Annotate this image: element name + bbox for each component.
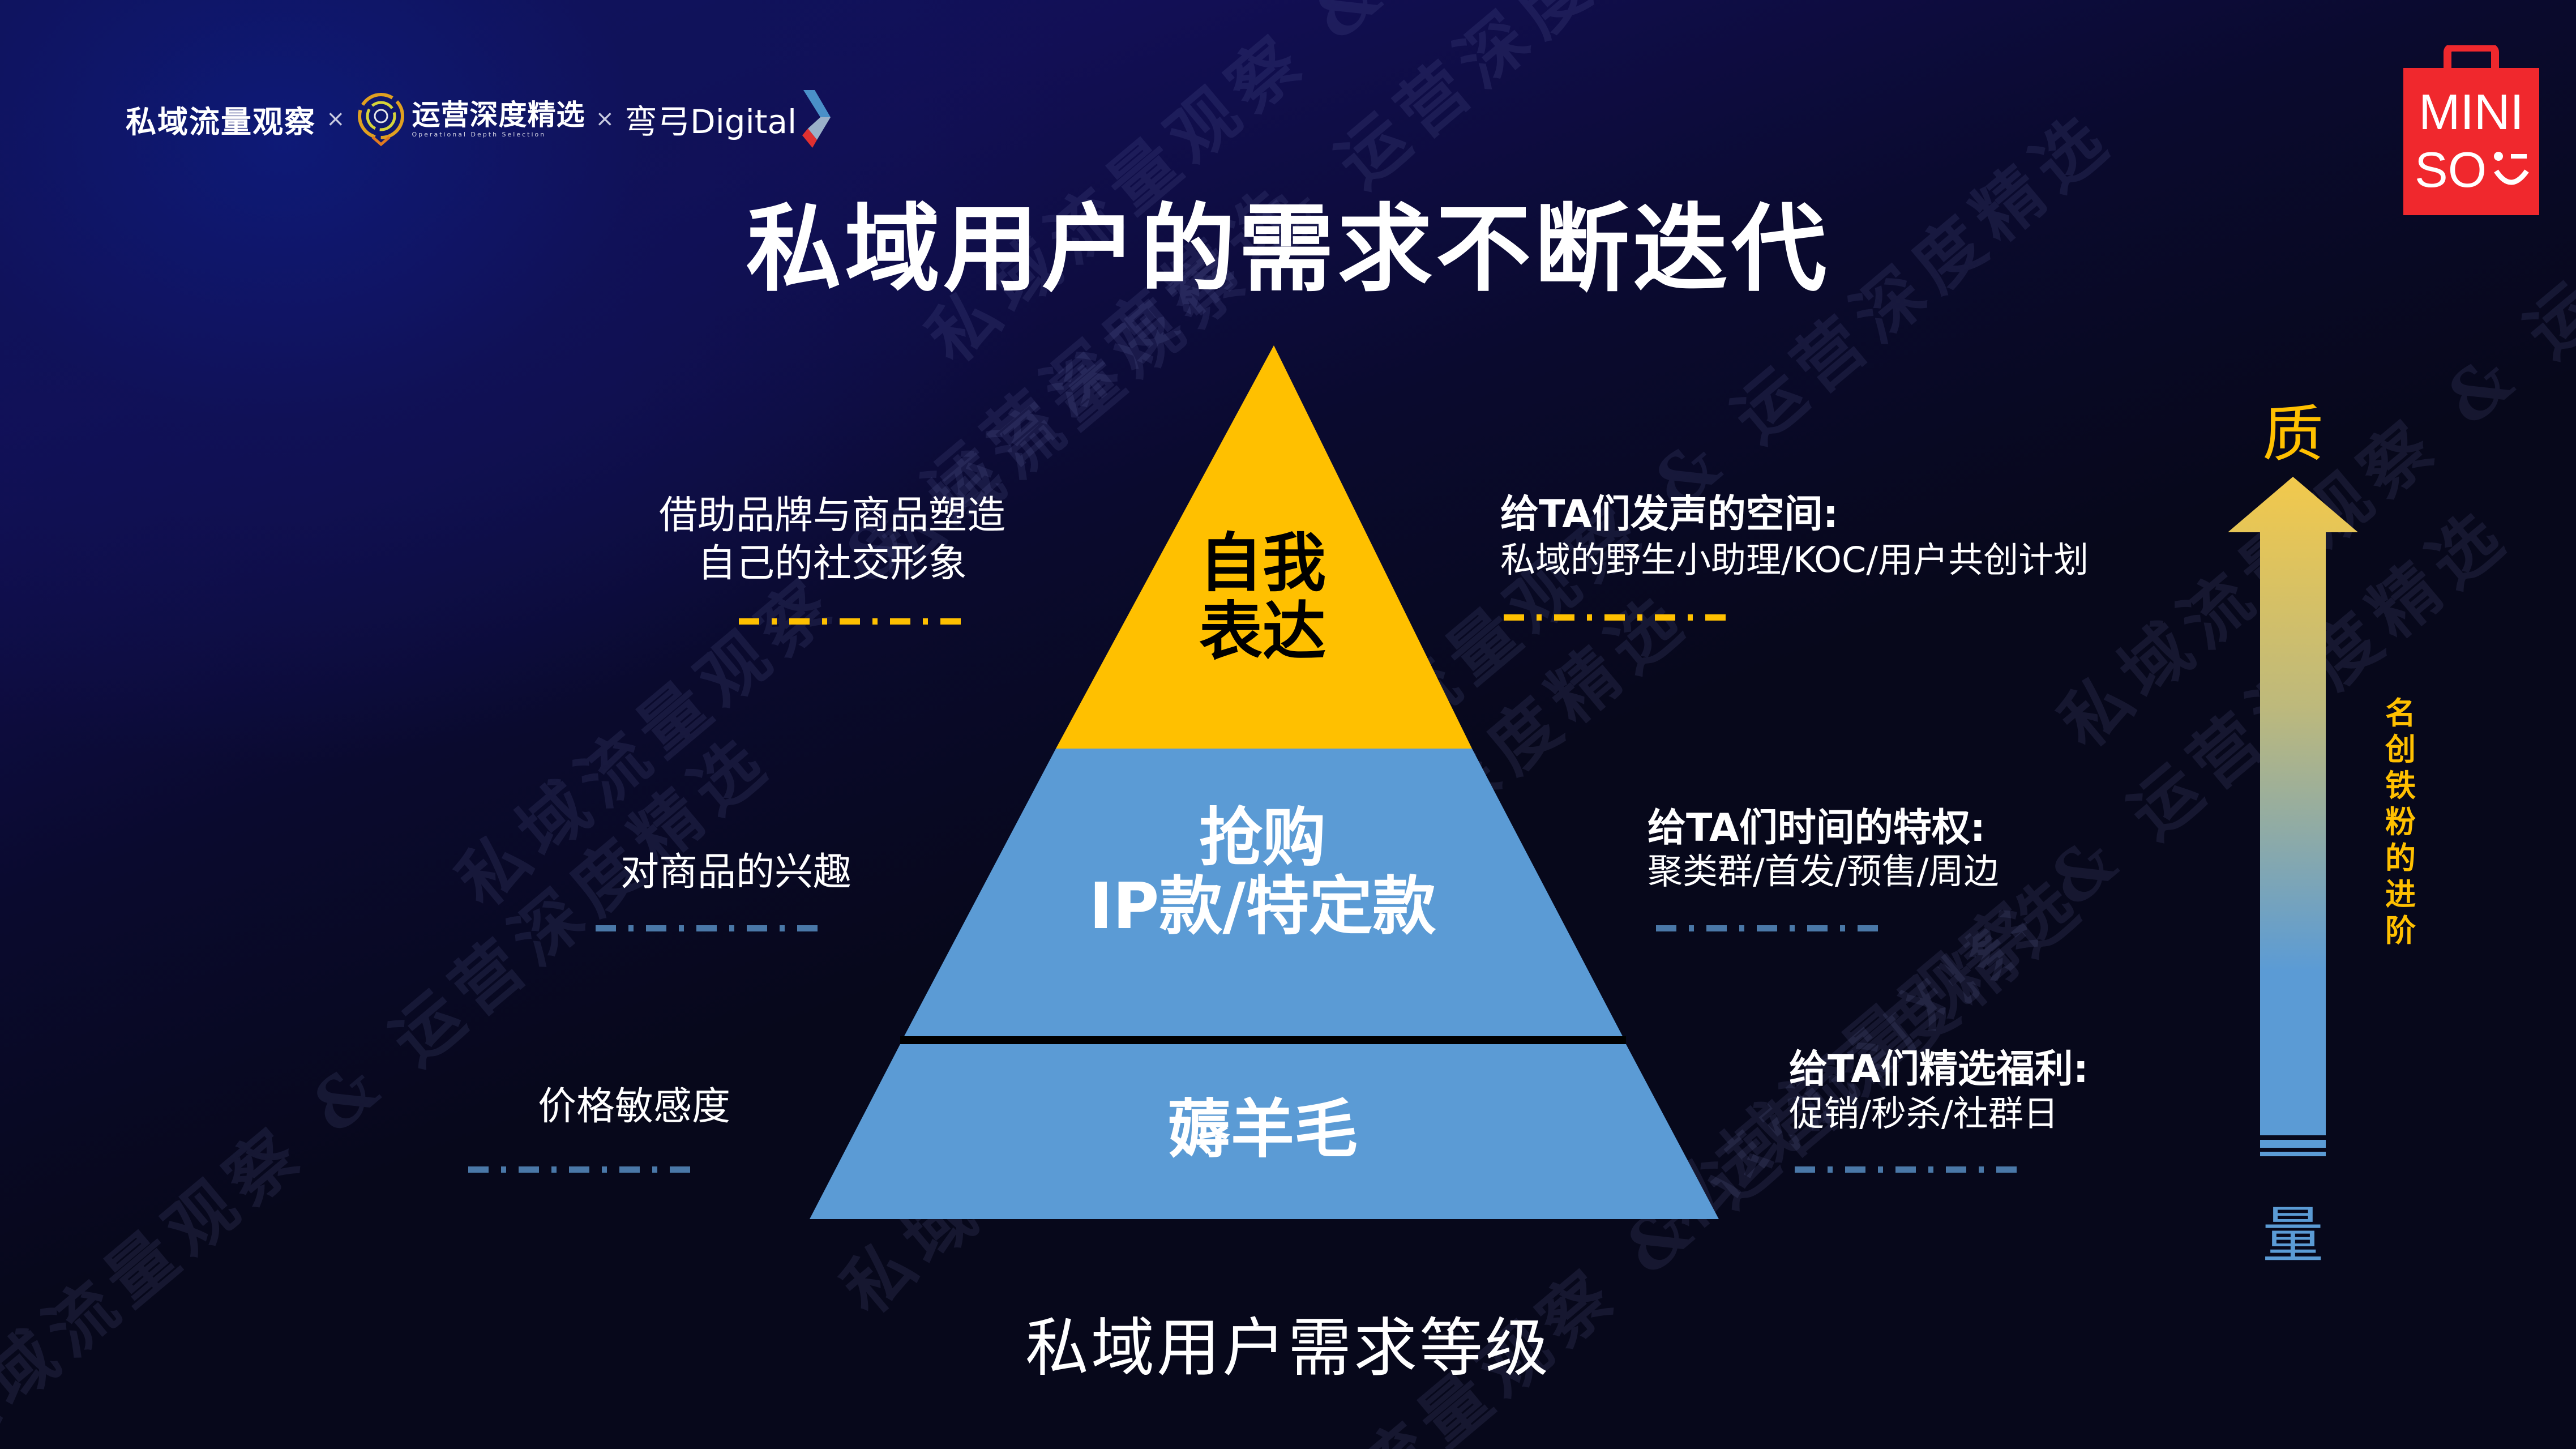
logo-wangong-digital: 弯弓Digital — [624, 88, 832, 150]
miniso-logo: MINI SO — [2403, 45, 2539, 215]
right-heading-top: 给TA们发声的空间: — [1500, 492, 1838, 537]
right-heading-middle: 给TA们时间的特权: — [1648, 806, 1986, 850]
left-label-middle: 对商品的兴趣 — [620, 850, 851, 895]
dash-divider-blue — [1795, 1166, 2017, 1173]
up-arrow-icon — [2228, 477, 2358, 1156]
svg-text:MINI: MINI — [2419, 84, 2524, 140]
chevron-logo-icon — [802, 90, 831, 148]
tier-top-label: 自我 表达 — [1199, 527, 1326, 669]
ring-logo-icon — [357, 93, 404, 147]
left-label-top: 借助品牌与商品塑造 自己的社交形象 — [658, 493, 1005, 586]
dash-divider-blue — [468, 1166, 690, 1173]
svg-text:SO: SO — [2415, 142, 2487, 198]
right-detail-bottom: 促销/秒杀/社群日 — [1789, 1093, 2059, 1134]
right-detail-top: 私域的野生小助理/KOC/用户共创计划 — [1500, 539, 2089, 580]
fan-progression-label: 名创铁粉的进阶 — [2385, 695, 2416, 948]
partner-logos: 私域流量观察 × 运营深度精选 Operational Depth Select… — [126, 88, 832, 150]
pyramid-caption: 私域用户需求等级 — [1025, 1311, 1551, 1385]
quality-label: 质 — [2262, 399, 2323, 470]
separator: × — [326, 106, 345, 132]
left-label-bottom: 价格敏感度 — [537, 1084, 730, 1129]
tier-bottom-label: 薅羊毛 — [1167, 1093, 1358, 1166]
quantity-label: 量 — [2262, 1200, 2323, 1271]
separator: × — [595, 106, 615, 132]
pyramid-tier-bottom — [810, 1044, 1719, 1219]
tier-middle-label: 抢购 IP款/特定款 — [1089, 801, 1436, 943]
right-heading-bottom: 给TA们精选福利: — [1789, 1047, 2089, 1092]
dash-divider-blue — [596, 925, 818, 931]
dash-divider-yellow — [1504, 614, 1726, 621]
logo-operational-depth: 运营深度精选 Operational Depth Selection — [356, 91, 585, 147]
dash-divider-blue — [1656, 925, 1878, 931]
page-title: 私域用户的需求不断迭代 — [746, 194, 1830, 305]
pyramid-tier-top — [1056, 345, 1472, 749]
logo-private-traffic: 私域流量观察 — [126, 104, 316, 140]
right-detail-middle: 聚类群/首发/预售/周边 — [1648, 850, 1999, 892]
dash-divider-yellow — [739, 618, 961, 625]
pyramid-tier-middle — [904, 749, 1623, 1036]
